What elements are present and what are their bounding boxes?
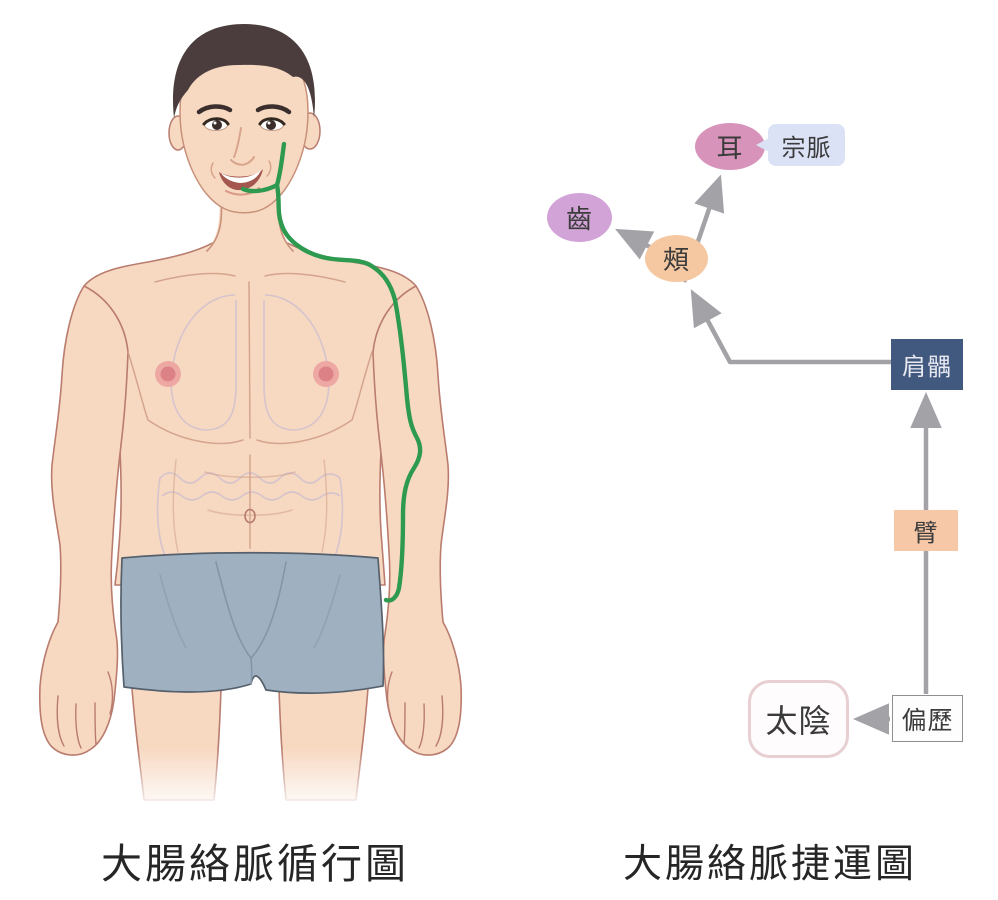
leg-fade <box>120 748 382 812</box>
hair <box>173 24 315 118</box>
left-arm <box>38 285 129 756</box>
edge-jianyu-cheek <box>690 289 891 365</box>
node-tooth: 齒 <box>547 193 612 242</box>
zongmai-bubble-tail <box>756 138 769 152</box>
node-jianyu: 肩髃 <box>891 339 963 390</box>
meridian-line <box>240 141 423 603</box>
right-arm <box>372 285 463 756</box>
node-ear: 耳 <box>695 123 765 170</box>
navel <box>244 508 256 524</box>
node-pianli: 偏歷 <box>892 695 963 742</box>
hand-finger-lines <box>56 671 444 749</box>
diagram-caption: 大腸絡脈捷運圖 <box>622 843 917 886</box>
meridian-arm-path <box>274 182 423 603</box>
figure-caption: 大腸絡脈循行圖 <box>101 841 409 887</box>
nipples <box>155 361 339 387</box>
meridian-ear-branch <box>274 141 287 188</box>
muscle-lines <box>127 272 373 553</box>
mouth <box>210 160 272 196</box>
node-arm: 臂 <box>894 510 958 551</box>
nose <box>230 127 255 166</box>
meridian-mouth-branch <box>240 182 280 194</box>
figure-illustration <box>38 24 463 812</box>
edge-cheek-tooth <box>615 228 655 260</box>
node-zongmai: 宗脈 <box>768 124 845 166</box>
shorts-fold-lines <box>159 561 341 685</box>
node-cheek: 頰 <box>645 235 708 282</box>
eyebrows <box>196 104 292 115</box>
shorts <box>120 551 385 694</box>
node-taiyin: 太陰 <box>748 680 849 758</box>
internal-anatomy-lines <box>156 294 344 559</box>
eyes <box>202 117 286 131</box>
